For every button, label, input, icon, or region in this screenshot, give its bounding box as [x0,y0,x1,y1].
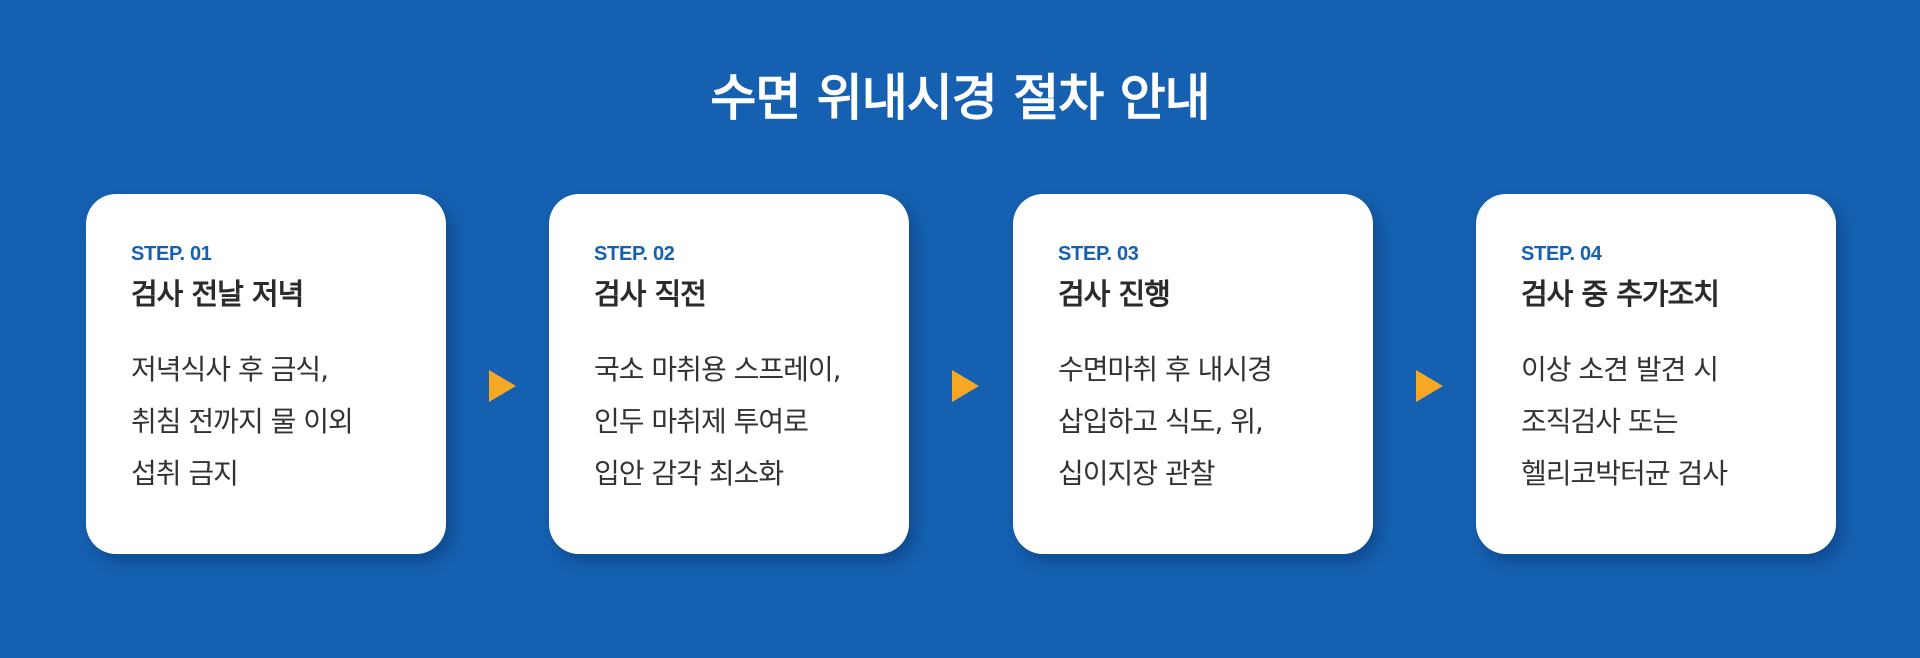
step-title: 검사 전날 저녁 [131,277,304,311]
description-line: 조직검사 또는 [1521,405,1678,438]
steps-flow: STEP. 01 검사 전날 저녁 저녁식사 후 금식, 취침 전까지 물 이외… [86,194,1836,554]
step-number: STEP. 04 [1521,243,1602,265]
step-card-2: STEP. 02 검사 직전 국소 마취용 스프레이, 인두 마취제 투여로 입… [549,194,909,554]
description-line: 취침 전까지 물 이외 [131,405,354,438]
step-number: STEP. 02 [594,243,675,265]
description-line: 십이지장 관찰 [1058,457,1215,490]
page-title: 수면 위내시경 절차 안내 [710,69,1210,127]
step-description: 이상 소견 발견 시 조직검사 또는 헬리코박터균 검사 [1521,344,1806,500]
step-description: 국소 마취용 스프레이, 인두 마취제 투여로 입안 감각 최소화 [594,344,879,500]
arrow-right-icon [489,370,516,402]
step-number: STEP. 01 [131,243,212,265]
step-title: 검사 직전 [594,277,707,311]
step-card-1: STEP. 01 검사 전날 저녁 저녁식사 후 금식, 취침 전까지 물 이외… [86,194,446,554]
description-line: 저녁식사 후 금식, [131,353,329,386]
step-title: 검사 진행 [1058,277,1171,311]
description-line: 인두 마취제 투여로 [594,405,809,438]
step-description: 저녁식사 후 금식, 취침 전까지 물 이외 섭취 금지 [131,344,416,500]
step-number: STEP. 03 [1058,243,1139,265]
description-line: 국소 마취용 스프레이, [594,353,842,386]
arrow-right-icon [952,370,979,402]
description-line: 수면마취 후 내시경 [1058,353,1273,386]
description-line: 섭취 금지 [131,457,239,490]
description-line: 이상 소견 발견 시 [1521,353,1719,386]
step-card-3: STEP. 03 검사 진행 수면마취 후 내시경 삽입하고 식도, 위, 십이… [1013,194,1373,554]
step-title: 검사 중 추가조치 [1521,277,1720,311]
description-line: 삽입하고 식도, 위, [1058,405,1264,438]
description-line: 입안 감각 최소화 [594,457,784,490]
step-card-4: STEP. 04 검사 중 추가조치 이상 소견 발견 시 조직검사 또는 헬리… [1476,194,1836,554]
arrow-right-icon [1416,370,1443,402]
description-line: 헬리코박터균 검사 [1521,457,1728,490]
step-description: 수면마취 후 내시경 삽입하고 식도, 위, 십이지장 관찰 [1058,344,1343,500]
